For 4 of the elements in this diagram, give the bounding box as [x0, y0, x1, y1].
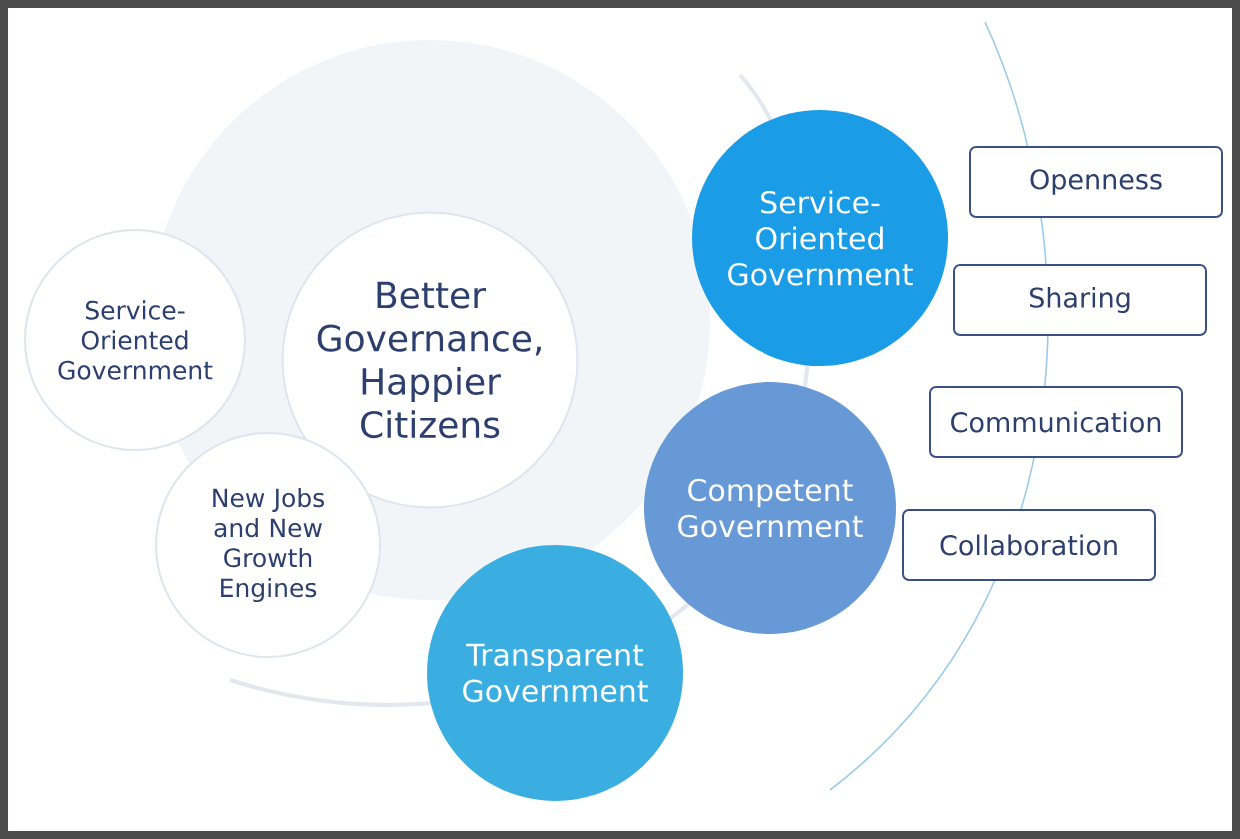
- label-box: Sharing: [953, 264, 1207, 336]
- label-box: Openness: [969, 146, 1223, 218]
- label-box: Communication: [929, 386, 1183, 458]
- label-box: Collaboration: [902, 509, 1156, 581]
